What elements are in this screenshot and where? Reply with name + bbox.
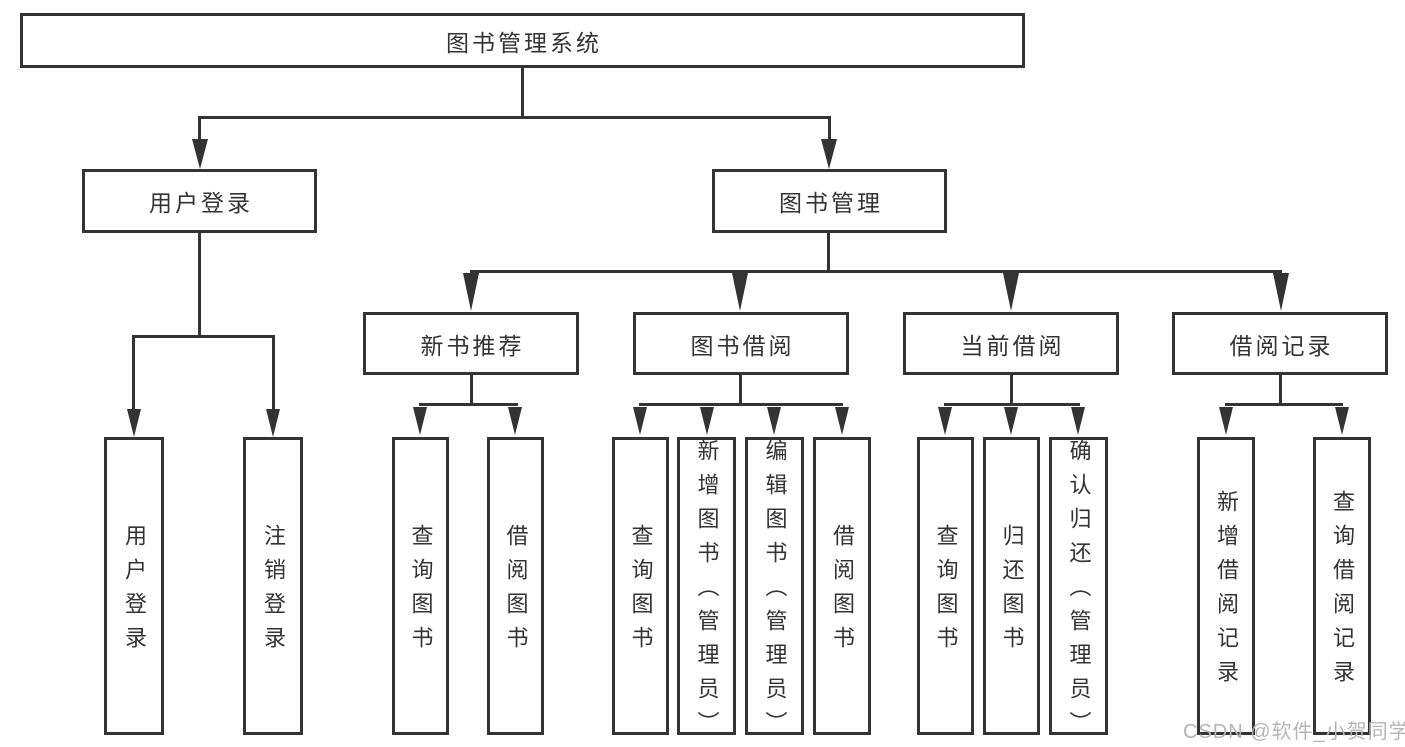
arrow-head [767, 407, 781, 435]
node-book-borrowing: 图书借阅 [633, 312, 849, 375]
leaf-borrow-borrow-books: 借阅图书 [813, 437, 871, 735]
arrow-head [835, 407, 849, 435]
node-label: 新增借阅记录 [1214, 490, 1239, 694]
connector-line [132, 335, 275, 338]
connector-line [272, 335, 275, 411]
node-label: 图书管理 [779, 190, 883, 216]
arrow-head [821, 139, 837, 169]
leaf-user-login: 用户登录 [104, 437, 164, 735]
node-label: 归还图书 [999, 524, 1025, 660]
arrow-head [1335, 407, 1349, 435]
node-label: 查询图书 [408, 524, 434, 660]
node-user-login: 用户登录 [82, 169, 317, 233]
node-label: 图书管理系统 [446, 29, 602, 56]
arrow-head [192, 139, 208, 169]
node-label: 新书推荐 [420, 332, 525, 359]
connector-line [198, 116, 201, 144]
arrow-head [463, 273, 479, 311]
arrow-head [127, 409, 141, 437]
connector-line [739, 375, 742, 406]
node-current-borrowing: 当前借阅 [903, 312, 1119, 375]
connector-line [198, 116, 831, 119]
arrow-head [508, 407, 522, 435]
connector-line [827, 233, 830, 272]
connector-line [944, 403, 1080, 406]
arrow-head [633, 407, 647, 435]
connector-line [132, 335, 135, 411]
connector-line [198, 233, 201, 337]
node-label: 注销登录 [261, 524, 286, 660]
connector-line [639, 403, 843, 406]
node-label: 借阅图书 [503, 524, 529, 660]
node-label: 用户登录 [149, 190, 253, 216]
node-label: 借阅图书 [830, 524, 855, 660]
node-label: 当前借阅 [960, 332, 1065, 359]
leaf-recommend-query-books: 查询图书 [392, 437, 449, 735]
leaf-borrow-query-books: 查询图书 [612, 437, 669, 735]
leaf-recommend-borrow-books: 借阅图书 [487, 437, 544, 735]
arrow-head [732, 273, 748, 311]
node-label: 查询借阅记录 [1330, 490, 1355, 694]
node-label: 用户登录 [122, 524, 147, 660]
leaf-records-add-record: 新增借阅记录 [1197, 437, 1255, 735]
leaf-borrow-add-books-admin: 新增图书（管理员） [677, 437, 736, 745]
leaf-logout: 注销登录 [243, 437, 303, 735]
node-label: 新增图书（管理员） [694, 439, 720, 745]
node-label: 图书借阅 [690, 332, 795, 359]
node-book-management: 图书管理 [712, 169, 947, 233]
node-new-book-recommend: 新书推荐 [363, 312, 579, 375]
arrow-head [1273, 273, 1289, 311]
arrow-head [938, 407, 952, 435]
node-borrowing-records: 借阅记录 [1172, 312, 1388, 375]
connector-line [419, 403, 518, 406]
connector-line [521, 68, 524, 118]
arrow-head [1219, 407, 1233, 435]
arrow-head [1004, 407, 1018, 435]
connector-line [1225, 403, 1343, 406]
node-label: 查询图书 [628, 524, 654, 660]
csdn-watermark: CSDN @软件_小贺同学 [1183, 721, 1405, 743]
arrow-head [1003, 273, 1019, 311]
connector-line [828, 116, 831, 144]
connector-line [1279, 375, 1282, 406]
connector-line [1010, 375, 1013, 406]
leaf-borrow-edit-books-admin: 编辑图书（管理员） [745, 437, 804, 745]
leaf-current-query-books: 查询图书 [917, 437, 974, 735]
leaf-records-query-record: 查询借阅记录 [1313, 437, 1371, 735]
connector-line [470, 375, 473, 406]
leaf-current-return-books: 归还图书 [983, 437, 1040, 735]
arrow-head [413, 407, 427, 435]
arrow-head [266, 409, 280, 437]
connector-line [470, 270, 1282, 273]
node-label: 借阅记录 [1229, 332, 1334, 359]
node-label: 编辑图书（管理员） [762, 439, 788, 745]
node-label: 查询图书 [933, 524, 959, 660]
node-label: 确认归还（管理员） [1066, 439, 1092, 745]
node-root: 图书管理系统 [20, 13, 1025, 68]
arrow-head [700, 407, 714, 435]
leaf-current-confirm-return-admin: 确认归还（管理员） [1049, 437, 1108, 745]
arrow-head [1071, 407, 1085, 435]
